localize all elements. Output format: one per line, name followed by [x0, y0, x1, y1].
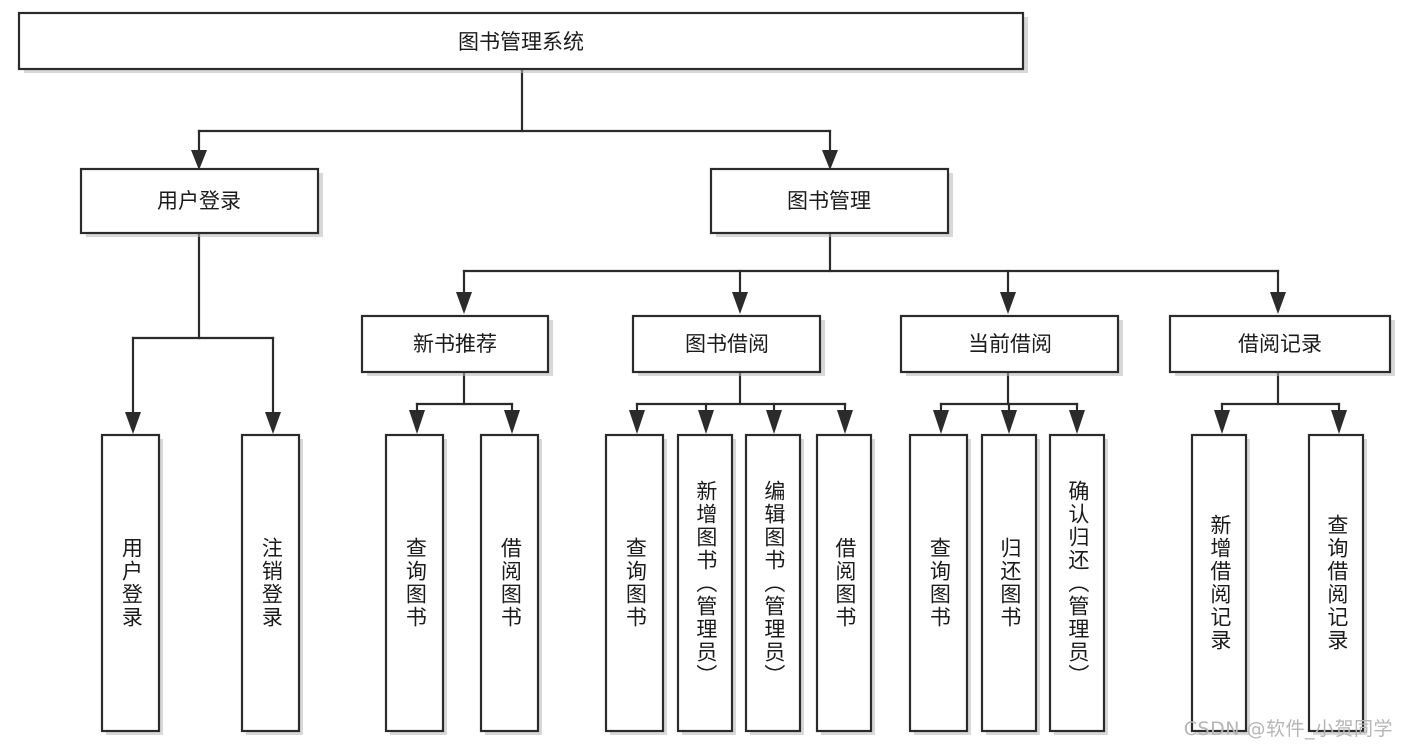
arrow-head-new-book-recommend: [456, 292, 472, 314]
arrow-head-borrow-record: [1270, 292, 1286, 314]
arrow-head-leaf-confirm-return: [1069, 410, 1085, 434]
leaf-borrow-book-2-box[interactable]: [815, 433, 873, 733]
leaf-borrow-book-1-box[interactable]: [479, 433, 540, 733]
new-book-recommend-node-label: 新书推荐: [413, 332, 497, 356]
leaf-logout-login-box[interactable]: [240, 433, 301, 733]
book-management-node-box[interactable]: [709, 167, 950, 235]
arrow-head-current-borrow: [1000, 292, 1016, 314]
borrow-record-node-label: 借阅记录: [1238, 332, 1322, 356]
arrow-head-leaf-query-book-1: [409, 410, 425, 434]
arrow-head-book-borrow: [732, 292, 748, 314]
leaf-add-record-box[interactable]: [1190, 433, 1248, 733]
leaf-add-book-box[interactable]: [676, 433, 734, 733]
root-node-label: 图书管理系统: [458, 30, 584, 54]
arrow-head-leaf-add-book: [698, 410, 714, 434]
arrow-head-book-management: [822, 150, 838, 170]
user-login-node-box[interactable]: [79, 167, 320, 235]
leaf-query-book-3-box[interactable]: [908, 433, 969, 733]
arrow-head-leaf-query-book-2: [629, 410, 645, 434]
connector-layer: [125, 68, 1347, 434]
leaf-confirm-return-box[interactable]: [1048, 433, 1106, 733]
leaf-query-book-2-box[interactable]: [604, 433, 665, 733]
arrow-head-leaf-logout-login: [265, 412, 281, 434]
root-node-box[interactable]: [17, 11, 1025, 71]
leaf-edit-book-box[interactable]: [744, 433, 802, 733]
book-borrow-node-label: 图书借阅: [685, 332, 769, 356]
arrow-head-leaf-query-record: [1331, 410, 1347, 434]
leaf-user-login-box[interactable]: [100, 433, 161, 733]
leaf-query-record-box[interactable]: [1307, 433, 1365, 733]
book-management-node-label: 图书管理: [787, 189, 871, 213]
node-layer: 图书管理系统 用户登录 图书管理 新书推荐 图书借阅 当前借阅 借阅记录: [17, 11, 1395, 735]
arrow-head-leaf-return-book: [1001, 410, 1017, 434]
arrow-head-leaf-user-login: [125, 412, 141, 434]
current-borrow-node-box[interactable]: [899, 314, 1120, 374]
arrow-head-leaf-borrow-book-1: [504, 410, 520, 434]
leaf-return-book-box[interactable]: [980, 433, 1038, 733]
arrow-head-leaf-add-record: [1214, 410, 1230, 434]
leaf-query-book-1-box[interactable]: [384, 433, 445, 733]
book-borrow-node-box[interactable]: [631, 314, 822, 374]
arrow-head-leaf-borrow-book-2: [837, 410, 853, 434]
arrow-head-leaf-query-book-3: [933, 410, 949, 434]
user-login-node-label: 用户登录: [157, 189, 241, 213]
arrow-head-user-login: [191, 150, 207, 170]
arrow-head-leaf-edit-book: [766, 410, 782, 434]
borrow-record-node-box[interactable]: [1168, 314, 1392, 374]
new-book-recommend-node-box[interactable]: [360, 314, 550, 374]
current-borrow-node-label: 当前借阅: [968, 332, 1052, 356]
csdn-watermark: CSDN @软件_小贺同学: [1183, 718, 1393, 740]
